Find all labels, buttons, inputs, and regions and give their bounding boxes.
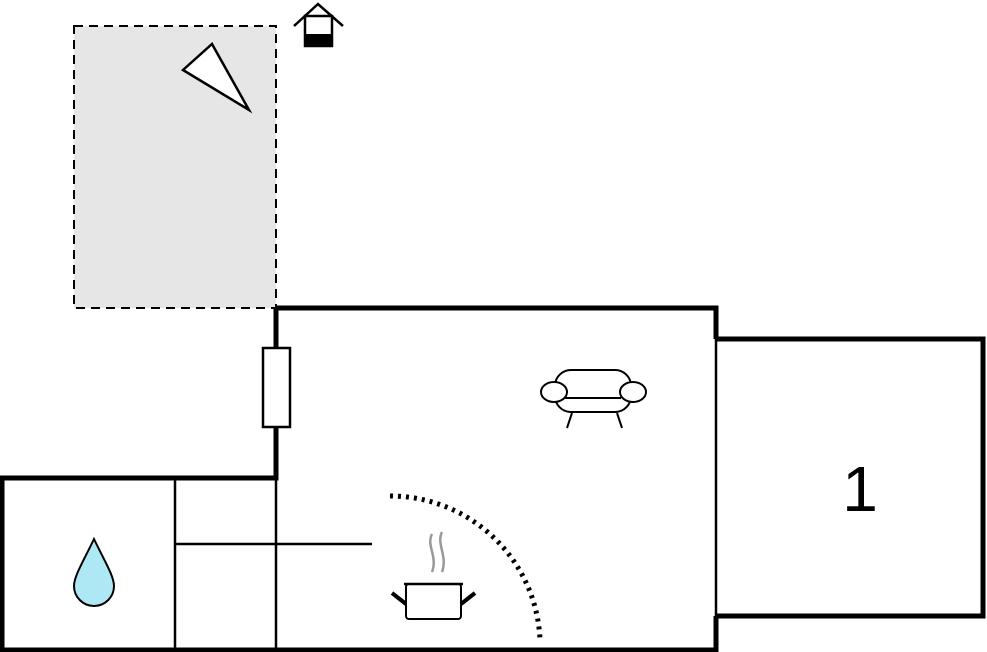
cooking-pot-icon — [390, 531, 477, 620]
main-room-lower-wall — [0, 308, 719, 652]
bedroom-walls — [716, 336, 986, 619]
main-room-walls — [276, 305, 719, 339]
window-symbol — [261, 346, 292, 429]
terrace-area — [73, 25, 277, 309]
bedroom-label: 1 — [842, 453, 878, 525]
water-drop-icon — [72, 536, 116, 607]
sofa-icon — [540, 369, 647, 429]
door-swing-arc — [389, 493, 543, 641]
house-entrance-icon — [293, 2, 344, 48]
sun-shade-icon — [180, 42, 253, 114]
